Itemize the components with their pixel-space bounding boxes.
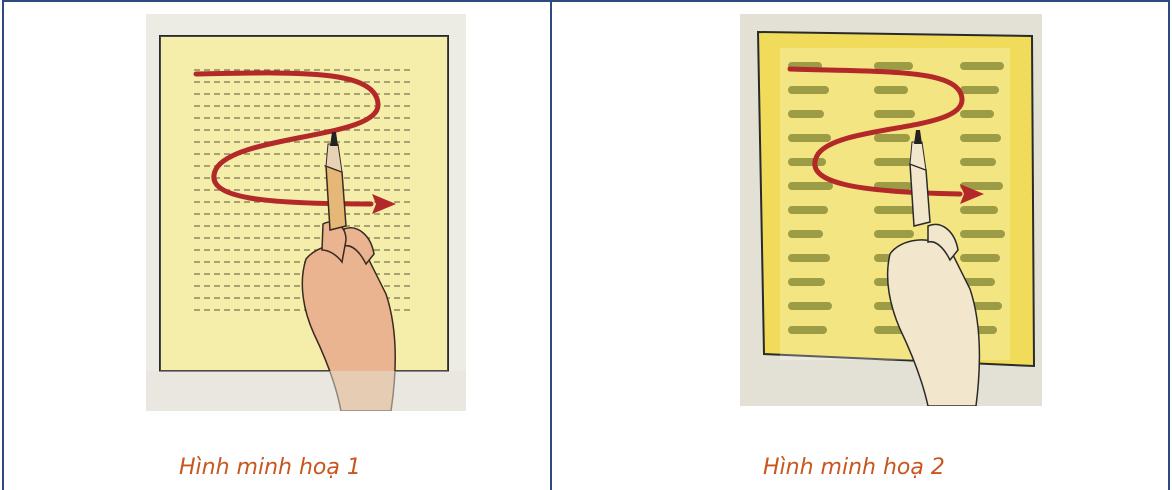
word-blob bbox=[788, 86, 829, 94]
word-blob bbox=[874, 62, 913, 70]
word-blob bbox=[960, 134, 1001, 142]
word-blob bbox=[788, 110, 824, 118]
word-blob bbox=[960, 62, 1004, 70]
word-blob bbox=[788, 182, 833, 190]
word-blob bbox=[788, 206, 828, 214]
word-blob bbox=[874, 230, 914, 238]
word-blob bbox=[788, 278, 825, 286]
figure-caption-2: Hình minh hoạ 2 bbox=[763, 452, 945, 484]
word-blob bbox=[960, 254, 1000, 262]
figure-caption-1: Hình minh hoạ 1 bbox=[179, 452, 361, 484]
word-blob bbox=[874, 86, 908, 94]
illustration-2 bbox=[740, 14, 1042, 406]
word-blob bbox=[788, 254, 830, 262]
word-blob bbox=[788, 302, 832, 310]
word-blob bbox=[960, 86, 999, 94]
word-blob bbox=[788, 134, 831, 142]
word-blob bbox=[960, 206, 998, 214]
word-blob bbox=[788, 326, 827, 334]
word-blob bbox=[788, 230, 823, 238]
word-blob bbox=[874, 134, 910, 142]
word-blob bbox=[960, 110, 994, 118]
word-blob bbox=[960, 230, 1005, 238]
word-blob bbox=[960, 158, 996, 166]
word-blob bbox=[874, 110, 915, 118]
illustration-1 bbox=[146, 14, 466, 411]
word-blob bbox=[788, 158, 826, 166]
